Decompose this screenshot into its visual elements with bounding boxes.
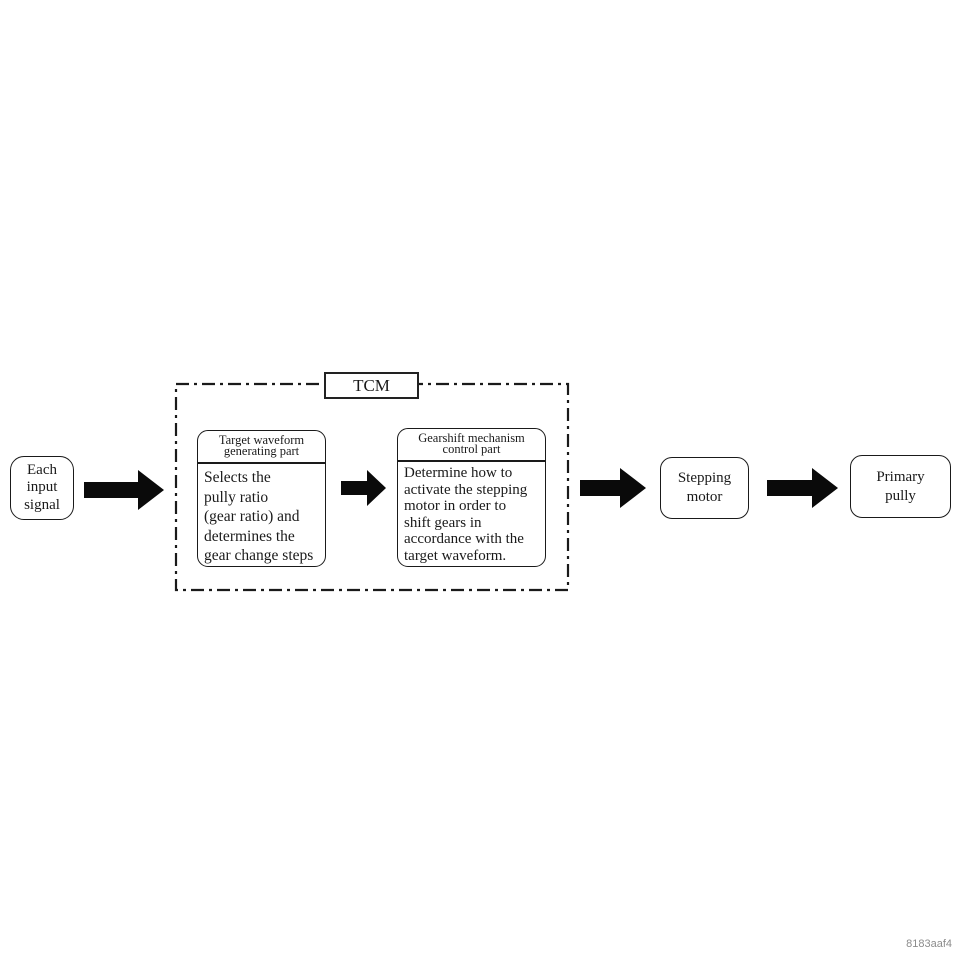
node-target-waveform-generating-part: Target waveform generating part Selects … <box>197 430 326 567</box>
node-gearshift-mechanism-control-part: Gearshift mechanism control part Determi… <box>397 428 546 567</box>
arrow-input-to-tcm-icon <box>84 470 164 510</box>
node-primary-pully: Primary pully <box>850 455 951 518</box>
arrow-tcm-to-stepping-motor-icon <box>580 468 646 508</box>
node-stepping-motor: Stepping motor <box>660 457 749 519</box>
tcm-label-box: TCM <box>324 372 419 399</box>
target-waveform-part-title: Target waveform generating part <box>198 431 325 464</box>
figure-code: 8183aaf4 <box>906 938 952 950</box>
node-each-input-signal: Each input signal <box>10 456 74 520</box>
gearshift-part-title: Gearshift mechanism control part <box>398 429 545 462</box>
tcm-dashed-boundary <box>174 382 570 592</box>
target-waveform-part-body: Selects the pully ratio (gear ratio) and… <box>204 469 314 564</box>
arrow-target-to-gearshift-icon <box>341 470 386 506</box>
gearshift-part-body: Determine how to activate the stepping m… <box>404 465 528 564</box>
arrow-stepping-motor-to-primary-pully-icon <box>767 468 838 508</box>
